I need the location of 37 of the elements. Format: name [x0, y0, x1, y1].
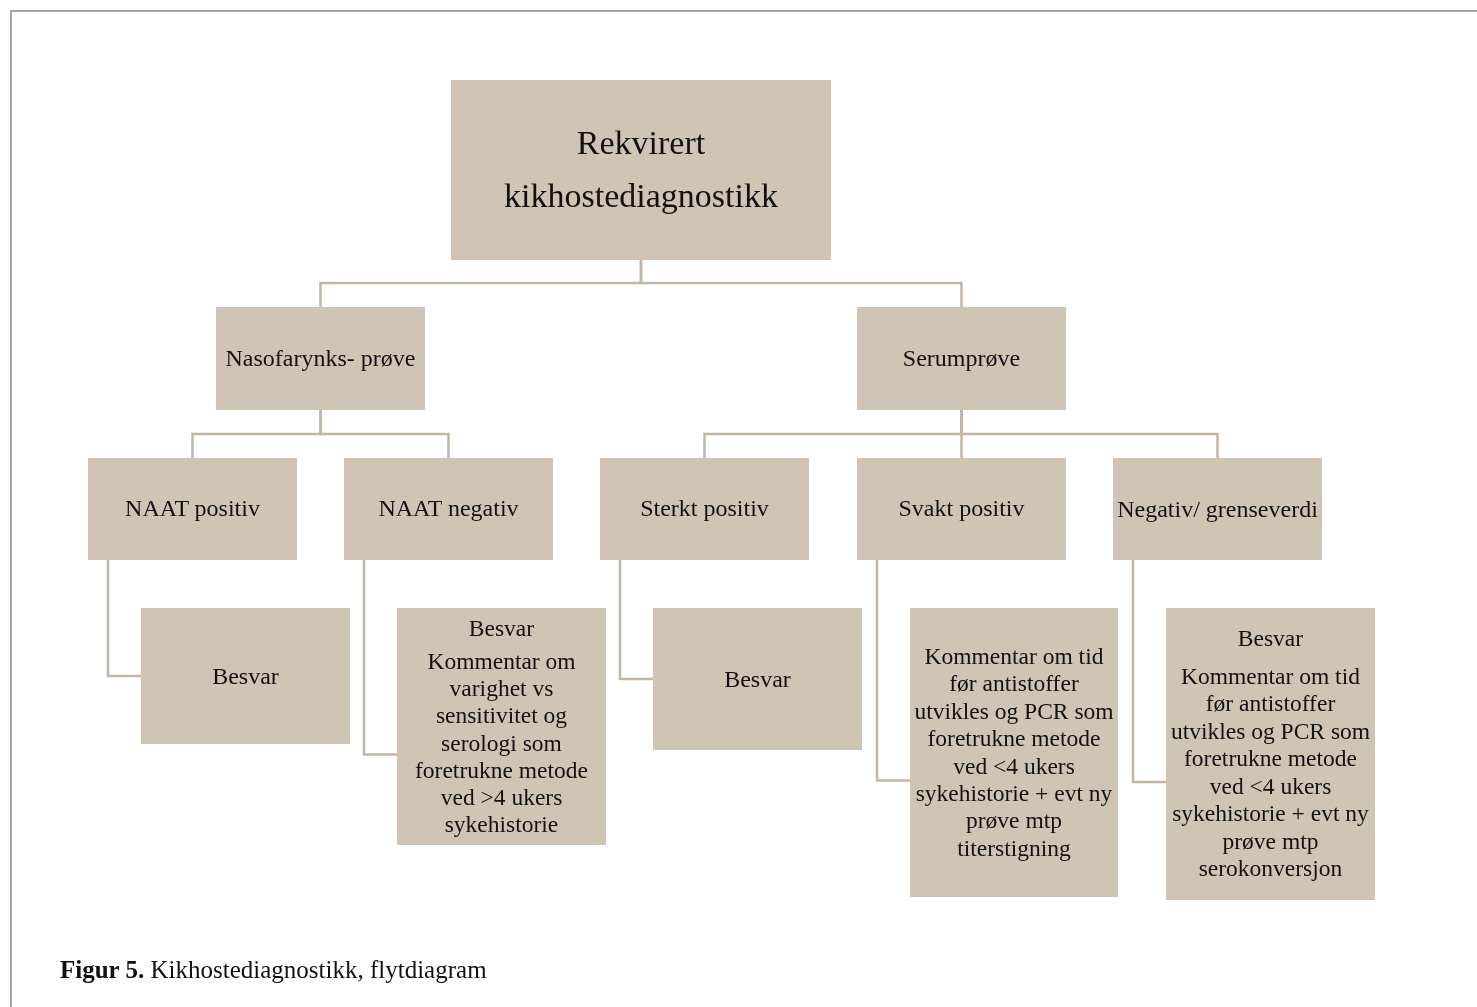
- connector-line: [618, 560, 653, 681]
- box-text: Sterkt positiv: [640, 494, 769, 524]
- box-text: NAAT negativ: [378, 494, 519, 524]
- box-text: Besvar: [468, 614, 535, 642]
- process-box: [344, 458, 553, 560]
- box-text: Kommentar om tid før antistoffer utvikles og PCR som foretrukne metode ved <4 ukers sykehistorie + evt ny prøve mtp titerstigning: [913, 642, 1115, 863]
- box-text: Kommentar om tid før antistoffer utvikles og PCR som foretrukne metode ved <4 ukers sykehistorie + evt ny prøve mtp serokonversjon: [1169, 662, 1372, 883]
- box-text: Nasofarynks- prøve: [225, 343, 416, 373]
- box-text: Besvar: [212, 661, 279, 691]
- box-text: Serumprøve: [902, 343, 1021, 373]
- box-text: Besvar: [1237, 625, 1304, 653]
- process-box: [88, 458, 297, 560]
- process-box: [857, 458, 1066, 560]
- box-text: Besvar: [724, 664, 791, 694]
- connector-line: [1131, 560, 1166, 784]
- process-box: [653, 608, 862, 750]
- process-box: [451, 80, 831, 260]
- process-box: [141, 608, 350, 744]
- box-text: Negativ/ grenseverdi: [1117, 494, 1318, 524]
- connector-line: [960, 410, 1219, 458]
- connector-line: [875, 560, 910, 782]
- box-text: NAAT positiv: [125, 494, 260, 524]
- figure-caption: Figur 5. Kikhostediagnostikk, flytdiagram: [60, 956, 487, 984]
- process-box: [910, 608, 1118, 897]
- connector-line: [362, 560, 397, 756]
- process-box: [1166, 608, 1375, 900]
- connector-line: [639, 260, 963, 307]
- process-box: [1113, 458, 1322, 560]
- box-text: Kommentar om varighet vs sensitivitet og serologi som foretrukne metode ved >4 ukers sykehistorie: [414, 647, 589, 839]
- process-box: [857, 307, 1066, 410]
- box-text: Rekvirert kikhostediagnostikk: [503, 123, 779, 216]
- connector-line: [319, 410, 450, 458]
- process-box: [397, 608, 606, 845]
- connector-line: [106, 560, 141, 678]
- process-box: [600, 458, 809, 560]
- box-text: Svakt positiv: [898, 494, 1025, 524]
- process-box: [216, 307, 425, 410]
